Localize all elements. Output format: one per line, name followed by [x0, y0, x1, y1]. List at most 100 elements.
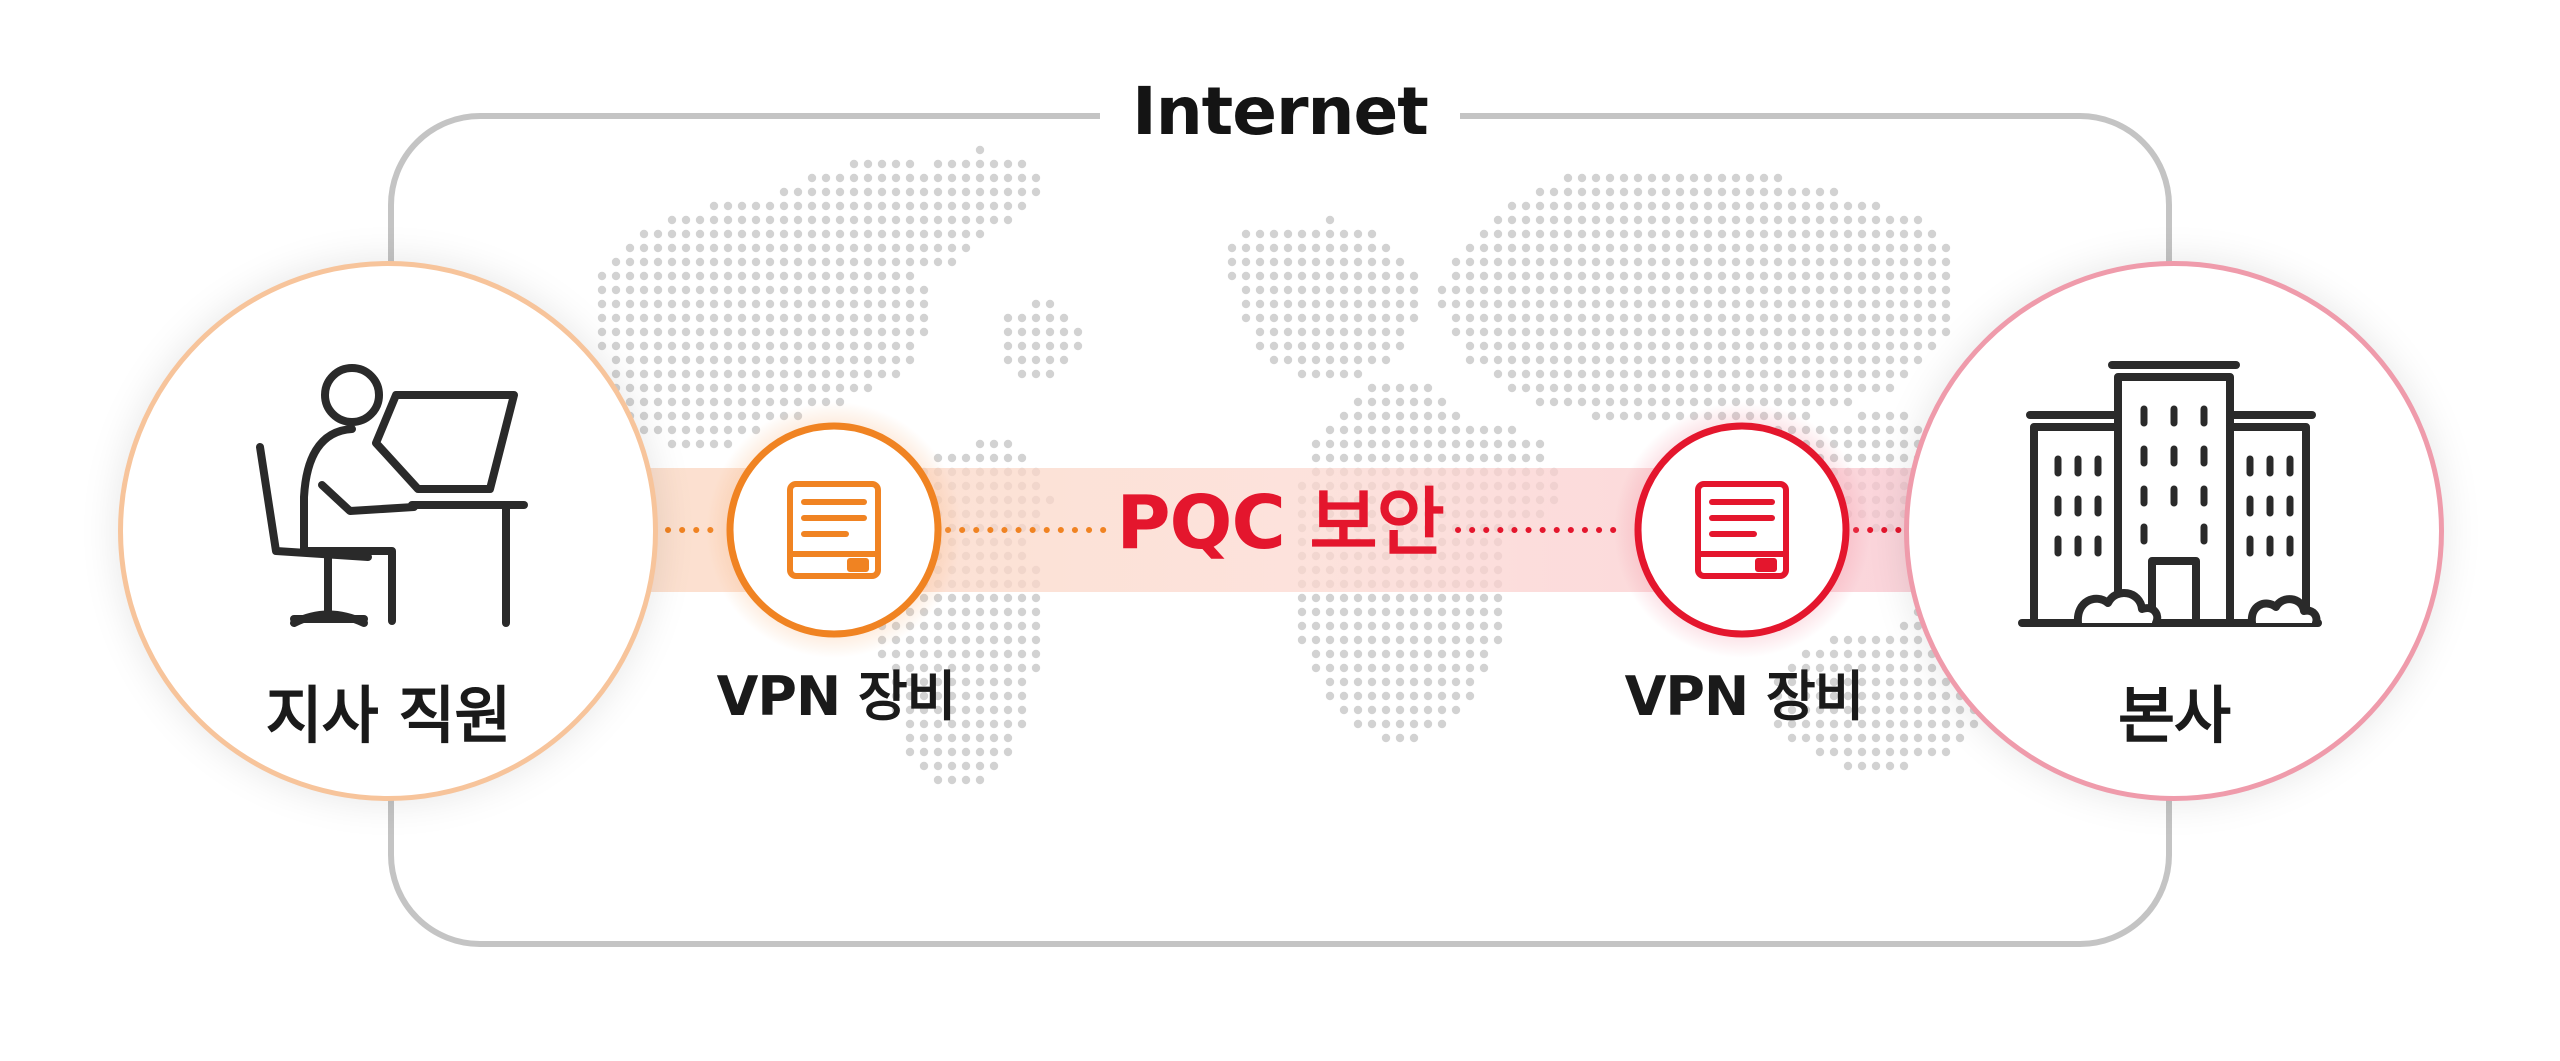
map-dot — [1857, 747, 1867, 757]
map-dot — [1409, 313, 1419, 323]
map-dot — [1297, 327, 1307, 337]
map-dot — [947, 649, 957, 659]
map-dot — [877, 187, 887, 197]
map-dot — [905, 285, 915, 295]
map-dot — [1325, 635, 1335, 645]
map-dot — [947, 663, 957, 673]
map-dot — [1535, 383, 1545, 393]
map-dot — [1535, 355, 1545, 365]
map-dot — [1269, 243, 1279, 253]
map-dot — [1465, 243, 1475, 253]
map-dot — [1325, 271, 1335, 281]
map-dot — [1381, 621, 1391, 631]
map-dot — [821, 201, 831, 211]
map-dot — [1395, 327, 1405, 337]
map-dot — [821, 229, 831, 239]
map-dot — [905, 705, 915, 715]
map-dot — [1367, 327, 1377, 337]
map-dot — [709, 229, 719, 239]
map-dot — [1563, 229, 1573, 239]
map-dot — [1801, 649, 1811, 659]
map-dot — [1885, 285, 1895, 295]
map-dot — [933, 691, 943, 701]
map-dot — [1745, 229, 1755, 239]
map-dot — [1381, 299, 1391, 309]
map-dot — [1773, 719, 1783, 729]
map-dot — [1787, 369, 1797, 379]
map-dot — [737, 299, 747, 309]
map-dot — [1479, 425, 1489, 435]
map-dot — [751, 313, 761, 323]
map-dot — [1913, 677, 1923, 687]
map-dot — [1857, 383, 1867, 393]
map-dot — [1493, 313, 1503, 323]
map-dot — [765, 271, 775, 281]
map-dot — [1857, 229, 1867, 239]
map-dot — [1871, 439, 1881, 449]
map-dot — [1759, 187, 1769, 197]
map-dot — [975, 691, 985, 701]
map-dot — [1689, 243, 1699, 253]
map-dot — [989, 691, 999, 701]
map-dot — [1731, 243, 1741, 253]
map-dot — [919, 719, 929, 729]
map-dot — [1549, 313, 1559, 323]
map-dot — [1535, 271, 1545, 281]
map-dot — [905, 187, 915, 197]
map-dot — [1913, 691, 1923, 701]
map-dot — [765, 257, 775, 267]
vpn-device-icon — [787, 481, 881, 579]
map-dot — [1885, 649, 1895, 659]
map-dot — [765, 215, 775, 225]
map-dot — [1493, 621, 1503, 631]
map-dot — [723, 383, 733, 393]
map-dot — [1885, 383, 1895, 393]
map-dot — [1577, 313, 1587, 323]
map-dot — [1353, 621, 1363, 631]
map-dot — [1003, 705, 1013, 715]
map-dot — [1633, 229, 1643, 239]
map-dot — [1801, 733, 1811, 743]
map-dot — [1815, 187, 1825, 197]
map-dot — [1787, 243, 1797, 253]
map-dot — [1395, 677, 1405, 687]
map-dot — [1857, 705, 1867, 715]
map-dot — [1073, 341, 1083, 351]
map-dot — [1423, 607, 1433, 617]
map-dot — [1367, 691, 1377, 701]
vpn-device-right — [1614, 402, 1870, 658]
map-dot — [1941, 733, 1951, 743]
map-dot — [807, 215, 817, 225]
map-dot — [1913, 215, 1923, 225]
map-dot — [1731, 355, 1741, 365]
map-dot — [611, 369, 621, 379]
map-dot — [1689, 313, 1699, 323]
map-dot — [667, 299, 677, 309]
map-dot — [1843, 257, 1853, 267]
map-dot — [961, 173, 971, 183]
map-dot — [695, 299, 705, 309]
map-dot — [1577, 173, 1587, 183]
map-dot — [709, 257, 719, 267]
map-dot — [667, 411, 677, 421]
map-dot — [947, 705, 957, 715]
map-dot — [1367, 719, 1377, 729]
map-dot — [1521, 229, 1531, 239]
map-dot — [779, 187, 789, 197]
map-dot — [1885, 215, 1895, 225]
map-dot — [1451, 705, 1461, 715]
map-dot — [1003, 719, 1013, 729]
map-dot — [1017, 453, 1027, 463]
map-dot — [1605, 369, 1615, 379]
map-dot — [1367, 257, 1377, 267]
map-dot — [1759, 285, 1769, 295]
map-dot — [1311, 341, 1321, 351]
map-dot — [1395, 453, 1405, 463]
map-dot — [1927, 719, 1937, 729]
map-dot — [1703, 355, 1713, 365]
map-dot — [1367, 243, 1377, 253]
map-dot — [793, 215, 803, 225]
map-dot — [1269, 229, 1279, 239]
map-dot — [681, 369, 691, 379]
map-dot — [1269, 341, 1279, 351]
